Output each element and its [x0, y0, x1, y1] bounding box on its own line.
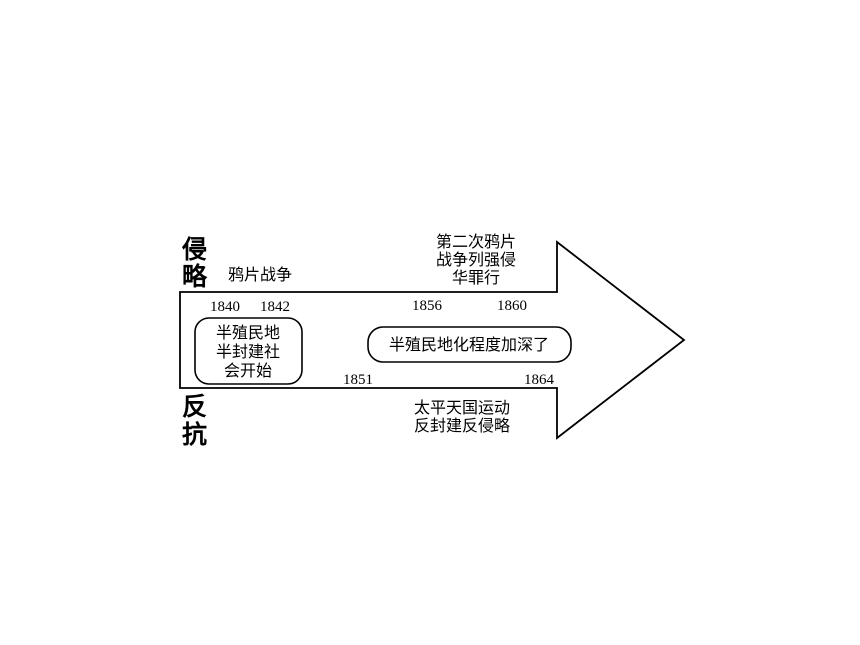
side-label-invasion-2: 略	[182, 262, 208, 291]
year-1864: 1864	[524, 372, 555, 388]
year-1840: 1840	[210, 299, 240, 315]
event-second-opium-war-line3: 华罪行	[452, 268, 500, 287]
box-left-line2: 半封建社	[216, 342, 280, 361]
box-semi-colonial-start	[194, 317, 303, 385]
box-right-text: 半殖民地化程度加深了	[389, 335, 549, 354]
side-label-resistance-2: 抗	[182, 420, 207, 449]
year-1860: 1860	[497, 298, 527, 314]
timeline-arrow	[179, 240, 686, 440]
event-taiping-line2: 反封建反侵略	[414, 416, 510, 435]
side-label-invasion-1: 侵	[181, 235, 207, 264]
box-left-line1: 半殖民地	[216, 323, 280, 342]
year-1851: 1851	[343, 372, 373, 388]
event-taiping-line1: 太平天国运动	[414, 398, 510, 417]
box-left-line3: 会开始	[224, 361, 272, 380]
side-label-resistance-1: 反	[182, 392, 207, 421]
year-1856: 1856	[412, 298, 443, 314]
event-opium-war: 鸦片战争	[228, 265, 292, 284]
year-1842: 1842	[260, 299, 290, 315]
event-second-opium-war-line1: 第二次鸦片	[436, 232, 516, 251]
box-semi-colonial-deepened	[367, 326, 572, 363]
event-second-opium-war-line2: 战争列强侵	[436, 250, 516, 269]
